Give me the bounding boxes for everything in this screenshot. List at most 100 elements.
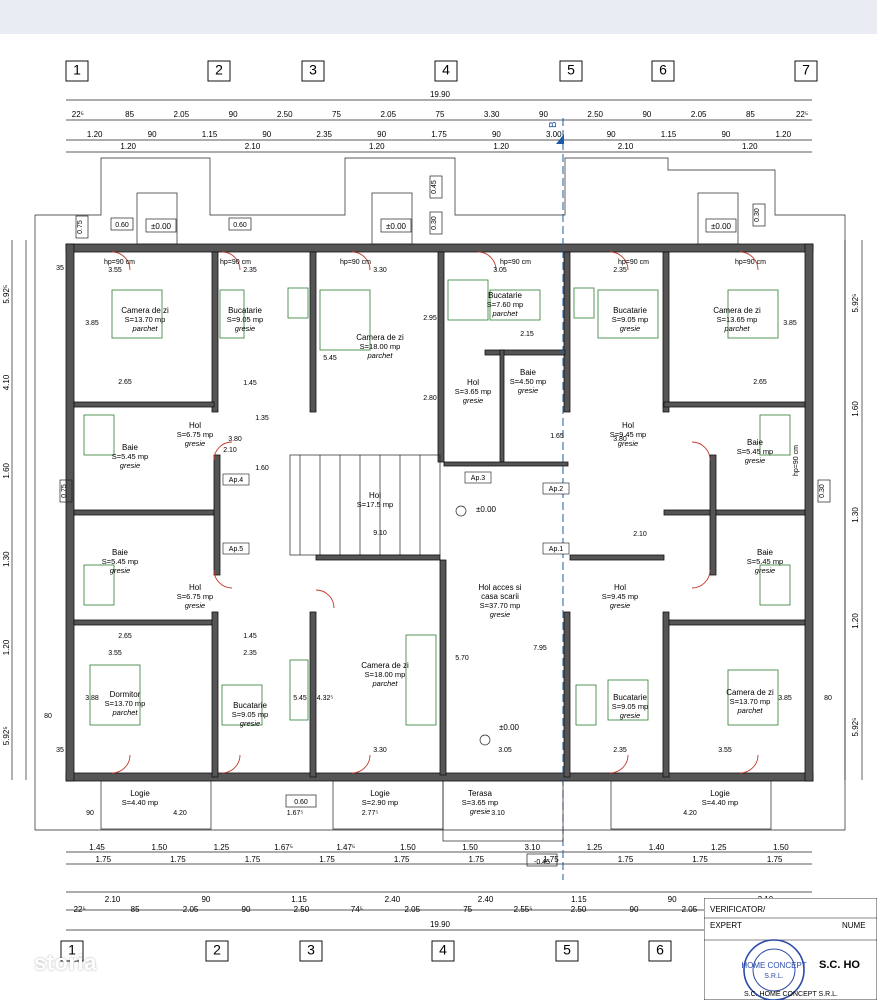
hp-label: hp=90 cm bbox=[793, 445, 800, 476]
level-tag: ±0.00 bbox=[711, 222, 732, 231]
axis-marker: 4 bbox=[431, 940, 455, 962]
axis-marker: 2 bbox=[207, 60, 231, 82]
level-tag: 0.60 bbox=[233, 222, 247, 229]
dimension-label: 2.10 bbox=[105, 895, 121, 904]
dimension-label: 1.20 bbox=[776, 130, 792, 139]
svg-text:2: 2 bbox=[213, 942, 221, 958]
dimension-label: 2.05 bbox=[183, 905, 199, 914]
room-finish: gresie bbox=[490, 610, 510, 619]
dimension-label: 2.05 bbox=[174, 110, 190, 119]
room-area: S=4.40 mp bbox=[122, 798, 158, 807]
room-finish: gresie bbox=[610, 601, 630, 610]
inner-dimension: 2.65 bbox=[753, 379, 767, 386]
apartment-tag: Ap.3 bbox=[471, 475, 486, 482]
svg-text:5: 5 bbox=[567, 62, 575, 78]
inner-dimension: 3.05 bbox=[493, 267, 507, 274]
balconies-top: ±0.00 ±0.00 ±0.00 0.60 0.60 0.30 0.75 0.… bbox=[75, 175, 766, 245]
room-finish: gresie bbox=[235, 324, 255, 333]
dimension-label: 85 bbox=[125, 110, 134, 119]
dimension-label: 2.40 bbox=[385, 895, 401, 904]
dimension-label: 90 bbox=[607, 130, 616, 139]
level-tag: 0.75 bbox=[77, 220, 84, 234]
inner-dimension: 5.45 bbox=[293, 695, 307, 702]
dimension-label: 1.75 bbox=[394, 855, 410, 864]
axis-marker: 1 bbox=[60, 940, 84, 962]
level-tag: 0.75 bbox=[61, 484, 68, 498]
room-name: Hol bbox=[189, 583, 201, 592]
svg-text:3: 3 bbox=[307, 942, 315, 958]
level-tag: 0.45 bbox=[431, 180, 438, 194]
dimension-label: 1.25 bbox=[214, 843, 230, 852]
dimension-label: 75 bbox=[463, 905, 472, 914]
room-area: S=9.05 mp bbox=[227, 315, 263, 324]
room-name: Bucatarie bbox=[613, 306, 647, 315]
dimension-label: 1.20 bbox=[120, 142, 136, 151]
room-area: S=3.65 mp bbox=[455, 387, 491, 396]
apartment-tag-box bbox=[542, 542, 570, 555]
dimension-label: 1.50 bbox=[462, 843, 478, 852]
apartment-tag: Ap.5 bbox=[229, 546, 244, 553]
room-name: Logie bbox=[130, 789, 150, 798]
inner-dimension: 90 bbox=[86, 810, 94, 817]
apartment-tag-box bbox=[542, 482, 570, 495]
dimension-label: 1.75 bbox=[431, 130, 447, 139]
inner-dimension: 80 bbox=[44, 713, 52, 720]
inner-dimension: 35 bbox=[56, 265, 64, 272]
verifier-label: VERIFICATOR/ bbox=[710, 905, 766, 914]
dimension-label: 1.75 bbox=[96, 855, 112, 864]
room-area: S=5.45 mp bbox=[747, 557, 783, 566]
dimension-label: 1.25 bbox=[711, 843, 727, 852]
inner-dimension: 3.85 bbox=[778, 695, 792, 702]
axis-marker: 3 bbox=[301, 60, 325, 82]
building-walls bbox=[65, 243, 814, 782]
inner-dimension: 3.85 bbox=[85, 320, 99, 327]
room-area: S=37.70 mp bbox=[480, 601, 521, 610]
logias-bottom: 0.60 -0.45 ±0.00 ±0.00 0.75 0.30 bbox=[59, 479, 831, 867]
room-finish: parchet bbox=[366, 351, 393, 360]
room-name: Bucatarie bbox=[613, 693, 647, 702]
dimension-label: 2.50 bbox=[571, 905, 587, 914]
inner-dimension: 1.45 bbox=[243, 380, 257, 387]
room-area: S=13.70 mp bbox=[105, 699, 146, 708]
room-finish: gresie bbox=[463, 396, 483, 405]
room-name: Hol bbox=[622, 421, 634, 430]
dimension-label: 1.50 bbox=[152, 843, 168, 852]
dimension-label: 2.10 bbox=[618, 142, 634, 151]
axis-labels-top: 1 2 3 4 5 6 7 bbox=[65, 60, 818, 82]
svg-text:5: 5 bbox=[563, 942, 571, 958]
apartment-tag-box bbox=[222, 473, 250, 486]
inner-dimension: 35 bbox=[56, 747, 64, 754]
room-finish: gresie bbox=[620, 711, 640, 720]
dimension-label: 1.60 bbox=[2, 462, 11, 478]
axis-marker: 6 bbox=[651, 60, 675, 82]
inner-dimension: 1.45 bbox=[243, 633, 257, 640]
room-name: Camera de zi bbox=[361, 661, 409, 670]
axis-marker: 5 bbox=[559, 60, 583, 82]
inner-dimension: 3.10 bbox=[491, 810, 505, 817]
room-name: Bucatarie bbox=[488, 291, 522, 300]
axis-marker: 6 bbox=[648, 940, 672, 962]
dimension-label: 3.00 bbox=[546, 130, 562, 139]
dimension-label: 90 bbox=[262, 130, 271, 139]
apartment-tag: Ap.4 bbox=[229, 477, 244, 484]
room-name: Hol bbox=[614, 583, 626, 592]
inner-dimension: 2.35 bbox=[613, 747, 627, 754]
dimension-label: 74⁵ bbox=[351, 905, 363, 914]
apartment-tag-box bbox=[222, 542, 250, 555]
room-finish: gresie bbox=[240, 719, 260, 728]
room-name: Baie bbox=[520, 368, 537, 377]
dimension-label: 75 bbox=[332, 110, 341, 119]
dimension-label: 3.10 bbox=[525, 843, 541, 852]
inner-dimension: 2.65 bbox=[118, 379, 132, 386]
dimension-label: 2.05 bbox=[405, 905, 421, 914]
axis-marker: 2 bbox=[205, 940, 229, 962]
